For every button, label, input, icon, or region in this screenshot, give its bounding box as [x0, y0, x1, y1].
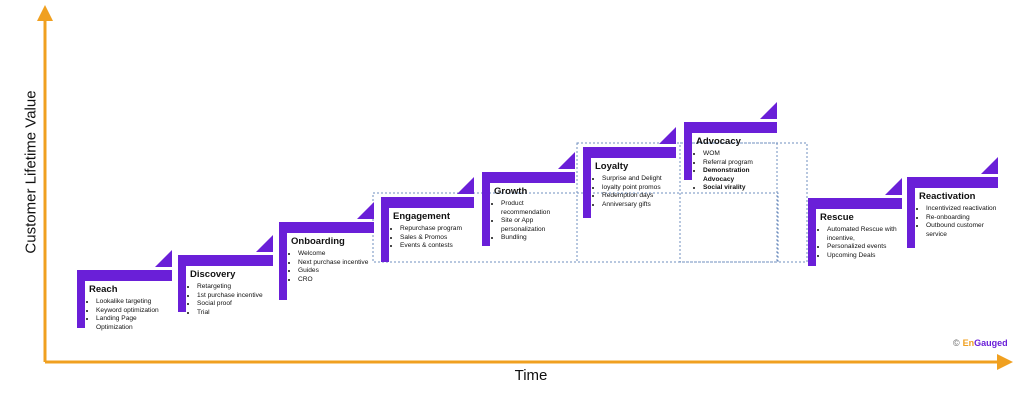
stage-item: Product recommendation [501, 200, 574, 217]
stage-title: Engagement [393, 211, 451, 222]
stage-item: 1st purchase incentive [197, 292, 272, 301]
stage-title: Rescue [820, 212, 854, 223]
stage-item: Social virality [703, 184, 776, 193]
y-axis-label: Customer Lifetime Value [22, 90, 40, 254]
stage-item: Repurchase program [400, 225, 473, 234]
stage-shapes [77, 102, 998, 328]
stage-corner-arrow [885, 178, 902, 195]
stage-item: Trial [197, 309, 272, 318]
stage-item: Welcome [298, 250, 373, 259]
stage-item: Site or App personalization [501, 217, 574, 234]
stage-title: Reach [89, 284, 118, 295]
dashed-connector-box [679, 142, 808, 263]
stage-item: Outbound customer service [926, 222, 997, 239]
stage-item: Social proof [197, 300, 272, 309]
stage-tab-bar [907, 177, 998, 188]
stage-item-list: Lookalike targetingKeyword optimizationL… [87, 298, 171, 332]
stage-tab-bar [808, 198, 902, 209]
stage-title: Discovery [190, 269, 236, 280]
stage-tab-bar [381, 197, 474, 208]
stage-item: Retargeting [197, 283, 272, 292]
stage-item: Upcoming Deals [827, 252, 901, 261]
stage-title: Reactivation [919, 191, 976, 202]
stage-side-bar [482, 172, 490, 246]
stage-item: Landing Page Optimization [96, 315, 171, 332]
stage-tab-bar [684, 122, 777, 133]
x-axis-label: Time [514, 367, 548, 384]
stage-item-list: WelcomeNext purchase incentiveGuidesCRO [289, 250, 373, 284]
stage-side-bar [279, 222, 287, 300]
stage-item: Next purchase incentive [298, 259, 373, 268]
stage-item: Incentivized reactivation [926, 205, 997, 214]
stage-side-bar [808, 198, 816, 266]
brand-name-part1: En [962, 338, 975, 348]
stage-corner-arrow [558, 152, 575, 169]
stage-item: Lookalike targeting [96, 298, 171, 307]
stage-corner-arrow [760, 102, 777, 119]
stage-item: Bundling [501, 234, 574, 243]
stage-item: Events & contests [400, 242, 473, 251]
dashed-connector-box [576, 142, 778, 263]
stage-title: Onboarding [291, 236, 345, 247]
stage-item: Sales & Promos [400, 234, 473, 243]
stage-corner-arrow [155, 250, 172, 267]
stage-corner-arrow [659, 127, 676, 144]
stage-side-bar [684, 122, 692, 180]
stage-tab-bar [77, 270, 172, 281]
stage-item: Re-onboarding [926, 214, 997, 223]
brand-logo: ©EnGauged [953, 338, 1008, 348]
stage-title: Loyalty [595, 161, 629, 172]
stage-item-list: Surprise and Delightloyalty point promos… [593, 175, 675, 209]
stage-side-bar [77, 270, 85, 328]
stage-item: CRO [298, 276, 373, 285]
axes [37, 5, 1013, 370]
stage-item-list: Product recommendationSite or App person… [492, 200, 574, 243]
stage-side-bar [381, 197, 389, 262]
stage-item: Personalized events [827, 243, 901, 252]
stage-side-bar [178, 255, 186, 312]
brand-name-part2: Gauged [974, 338, 1008, 348]
stage-title: Growth [494, 186, 528, 197]
stage-corner-arrow [357, 202, 374, 219]
stage-item-list: Automated Rescue with incentive,Personal… [818, 226, 901, 260]
stage-item: Guides [298, 267, 373, 276]
stage-item-list: Repurchase programSales & PromosEvents &… [391, 225, 473, 251]
stage-item: Automated Rescue with incentive, [827, 226, 901, 243]
stage-item-list: Retargeting1st purchase incentiveSocial … [188, 283, 272, 317]
copyright-symbol: © [953, 338, 960, 348]
stage-tab-bar [482, 172, 575, 183]
stage-tab-bar [178, 255, 273, 266]
stage-corner-arrow [457, 177, 474, 194]
stage-item-list: WOMReferral programDemonstration Advocac… [694, 150, 776, 193]
stage-tab-bar [279, 222, 374, 233]
y-axis-arrowhead [37, 5, 53, 21]
stage-item: Referral program [703, 159, 776, 168]
stage-item: Demonstration Advocacy [703, 167, 776, 184]
stage-item: Anniversary gifts [602, 201, 675, 210]
stage-corner-arrow [981, 157, 998, 174]
stage-side-bar [907, 177, 915, 248]
stage-item: loyalty point promos [602, 184, 675, 193]
stage-title: Advocacy [696, 136, 741, 147]
stage-tab-bar [583, 147, 676, 158]
x-axis-arrowhead [997, 354, 1013, 370]
stage-item: Keyword optimization [96, 307, 171, 316]
stage-item: WOM [703, 150, 776, 159]
stage-item-list: Incentivized reactivationRe-onboardingOu… [917, 205, 997, 239]
stage-item: Surprise and Delight [602, 175, 675, 184]
stage-side-bar [583, 147, 591, 218]
stage-item: Redemption days [602, 192, 675, 201]
stage-corner-arrow [256, 235, 273, 252]
